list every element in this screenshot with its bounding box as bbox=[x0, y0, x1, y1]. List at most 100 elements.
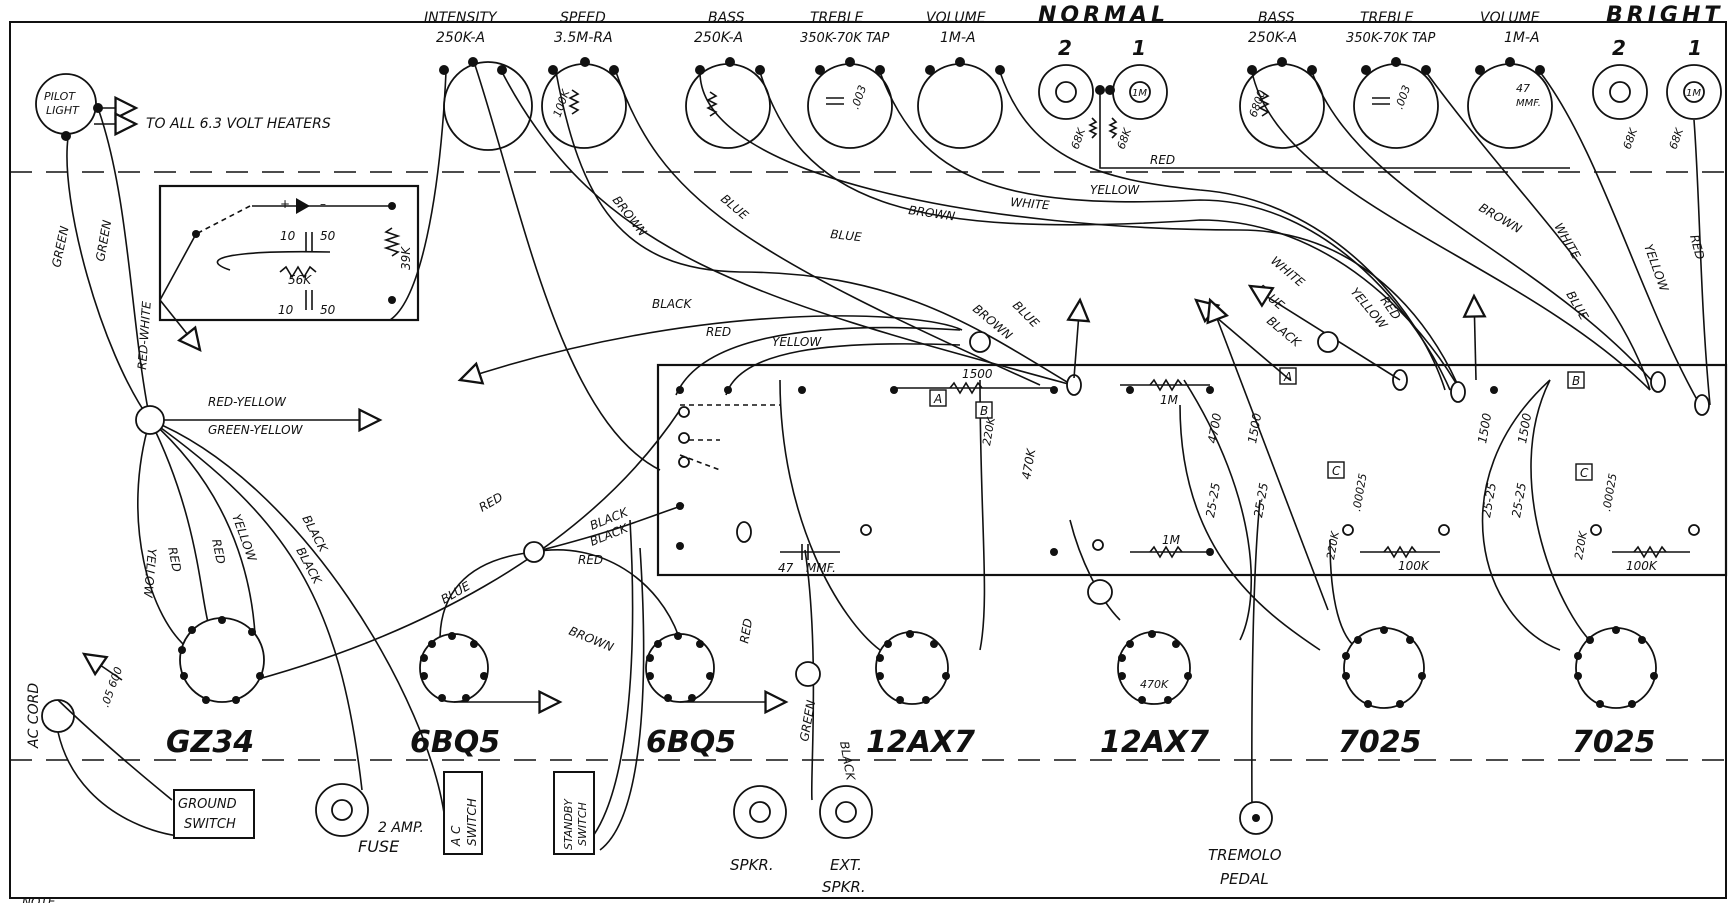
speaker-jack[interactable]: SPKR. bbox=[730, 785, 787, 874]
speaker-jack-label: SPKR. bbox=[730, 856, 774, 874]
tube-12ax7-2[interactable]: 470K 12AX7 bbox=[1100, 630, 1209, 760]
pilot-light-line1: PILOT bbox=[44, 90, 76, 103]
tube-6bq5-1[interactable]: 6BQ5 bbox=[410, 632, 563, 760]
ground-switch[interactable]: GROUND SWITCH bbox=[173, 789, 255, 839]
pot-normal-treble-name: TREBLE bbox=[810, 10, 864, 26]
tremolo-pedal-jack[interactable]: TREMOLO PEDAL bbox=[1208, 801, 1282, 888]
wire-red-9: RED bbox=[1687, 233, 1707, 261]
pot-speed[interactable]: SPEED 3.5M-RA 100K bbox=[541, 10, 627, 149]
tremolo-line1: TREMOLO bbox=[1208, 846, 1282, 864]
wire-yellow-1: YELLOW bbox=[141, 548, 159, 599]
tremolo-grommet bbox=[1087, 579, 1113, 605]
pot-normal-volume[interactable]: VOLUME 1M-A bbox=[917, 10, 1005, 149]
tube-gz34-label: GZ34 bbox=[166, 725, 254, 760]
ext-speaker-jack[interactable]: EXT. SPKR. bbox=[819, 785, 873, 896]
board-box-a-1: A bbox=[933, 392, 942, 406]
ac-cord-entry bbox=[41, 699, 75, 733]
tremolo-line2: PEDAL bbox=[1220, 870, 1269, 888]
wire-yellow-3: YELLOW bbox=[772, 335, 822, 349]
pot-normal-volume-name: VOLUME bbox=[926, 10, 986, 26]
wire-green-2: GREEN bbox=[93, 219, 114, 263]
wire-brown-2: BROWN bbox=[610, 193, 650, 239]
pot-speed-name: SPEED bbox=[560, 10, 606, 26]
pot-normal-treble[interactable]: TREBLE 350K-70K TAP .003 bbox=[800, 10, 893, 149]
pot-bright-treble-value: 350K-70K TAP bbox=[1346, 31, 1436, 46]
wire-blue-4: BLUE bbox=[1010, 298, 1042, 330]
wire-green-1: GREEN bbox=[49, 225, 71, 269]
wire-white-1: WHITE bbox=[1010, 195, 1051, 212]
bright-jack-2-number: 2 bbox=[1612, 36, 1626, 60]
pilot-light: PILOT LIGHT bbox=[35, 73, 103, 141]
bias-cap1-50: 50 bbox=[320, 229, 336, 243]
normal-68k-a-label: 68K bbox=[1069, 126, 1089, 151]
bright-jack-1-number: 1 bbox=[1688, 36, 1702, 60]
ext-speaker-line1: EXT. bbox=[830, 856, 862, 874]
normal-jack-1-number: 1 bbox=[1132, 36, 1146, 60]
channel-bright-title: BRIGHT bbox=[1606, 3, 1723, 28]
tube-6bq5-1-label: 6BQ5 bbox=[410, 725, 500, 760]
pot-normal-treble-value: 350K-70K TAP bbox=[800, 31, 890, 46]
channel-normal-title: NORMAL bbox=[1038, 3, 1169, 28]
ground-switch-line1: GROUND bbox=[178, 797, 237, 812]
wire-brown-3: BROWN bbox=[908, 203, 956, 223]
board-25-25-d: 25-25 bbox=[1509, 482, 1529, 519]
normal-input-jack-2[interactable] bbox=[1038, 64, 1094, 120]
tube-7025-2-label: 7025 bbox=[1572, 725, 1656, 760]
wire-yellow-4: YELLOW bbox=[1090, 183, 1140, 197]
pot-speed-value: 3.5M-RA bbox=[554, 30, 613, 46]
board-components: 1500 A B 1M 1M 47 MMF. 470K A B C C 100K… bbox=[676, 367, 1710, 575]
pot-bright-treble-name: TREBLE bbox=[1360, 10, 1414, 26]
tube-12ax7-2-label: 12AX7 bbox=[1100, 725, 1209, 760]
heaters-label: TO ALL 6.3 VOLT HEATERS bbox=[146, 116, 331, 132]
board-470k-label: 470K bbox=[1019, 447, 1038, 481]
tube-12ax7-1[interactable]: 12AX7 bbox=[866, 630, 975, 760]
tube-gz34[interactable]: GZ34 bbox=[166, 616, 265, 760]
pilot-light-line2: LIGHT bbox=[46, 104, 80, 117]
board-r1500-top: 1500 bbox=[962, 367, 993, 381]
pot-intensity-value: 250K-A bbox=[436, 30, 485, 46]
fuse-holder[interactable]: 2 AMP. FUSE bbox=[315, 783, 424, 856]
ac-switch[interactable]: A C SWITCH bbox=[443, 771, 483, 855]
pot-normal-bass[interactable]: BASS 250K-A bbox=[685, 10, 771, 149]
bright-input-jack-1[interactable] bbox=[1666, 64, 1722, 120]
wire-red-2: RED bbox=[209, 538, 228, 566]
pot-intensity[interactable]: INTENSITY 250K-A bbox=[424, 10, 533, 151]
wire-green-3: GREEN bbox=[797, 699, 818, 743]
ac-cord-label: AC CORD bbox=[26, 683, 42, 749]
bias-res-39k: 39K bbox=[399, 246, 413, 270]
pot-bright-treble[interactable]: TREBLE 350K-70K TAP .003 bbox=[1346, 10, 1439, 149]
wire-yellow-6: YELLOW bbox=[1641, 242, 1671, 294]
normal-jack-1m-label: 1M bbox=[1132, 88, 1147, 99]
bright-input-jack-2[interactable] bbox=[1592, 64, 1648, 120]
tube-12ax7-1-label: 12AX7 bbox=[866, 725, 975, 760]
speaker-wire-grommet bbox=[795, 661, 821, 687]
bias-cap2-10: 10 bbox=[278, 303, 294, 317]
normal-input-jack-1[interactable] bbox=[1112, 64, 1168, 120]
standby-switch-line1: STANDBY bbox=[562, 798, 575, 850]
pot-bright-bass[interactable]: BASS 250K-A 6800 bbox=[1239, 10, 1325, 149]
board-100k-2: 100K bbox=[1626, 559, 1658, 573]
bright-68k-b-label: 68K bbox=[1667, 126, 1687, 151]
tube-7025-2[interactable]: 7025 bbox=[1572, 626, 1658, 760]
board-220k-a: 220K bbox=[1324, 530, 1342, 561]
wire-red-white: RED-WHITE bbox=[135, 300, 154, 370]
board-box-b-1: B bbox=[980, 404, 988, 418]
wire-red-6: RED bbox=[706, 325, 731, 339]
board-220k-b: 220K bbox=[1572, 530, 1590, 561]
shield-grommet bbox=[969, 331, 991, 353]
note-label: NOTE bbox=[22, 895, 56, 903]
board-25-25-c: 25-25 bbox=[1479, 482, 1499, 519]
tube-7025-1[interactable]: 7025 bbox=[1338, 626, 1426, 760]
pot-bright-volume[interactable]: VOLUME 1M-A 47 MMF. bbox=[1467, 10, 1553, 149]
wire-red-yellow: RED-YELLOW bbox=[208, 395, 287, 409]
standby-switch[interactable]: STANDBY SWITCH bbox=[553, 771, 595, 855]
fuse-label: FUSE bbox=[358, 837, 400, 856]
bright-jack-1m-label: 1M bbox=[1686, 88, 1701, 99]
wire-blue-6: BLUE bbox=[1563, 289, 1591, 323]
pot-bright-bass-value: 250K-A bbox=[1248, 30, 1297, 46]
board-box-c-1: C bbox=[1332, 464, 1341, 478]
tube-6bq5-2[interactable]: 6BQ5 bbox=[645, 632, 789, 760]
ac-switch-line1: A C bbox=[449, 825, 463, 847]
bias-diode-minus: – bbox=[320, 197, 326, 211]
